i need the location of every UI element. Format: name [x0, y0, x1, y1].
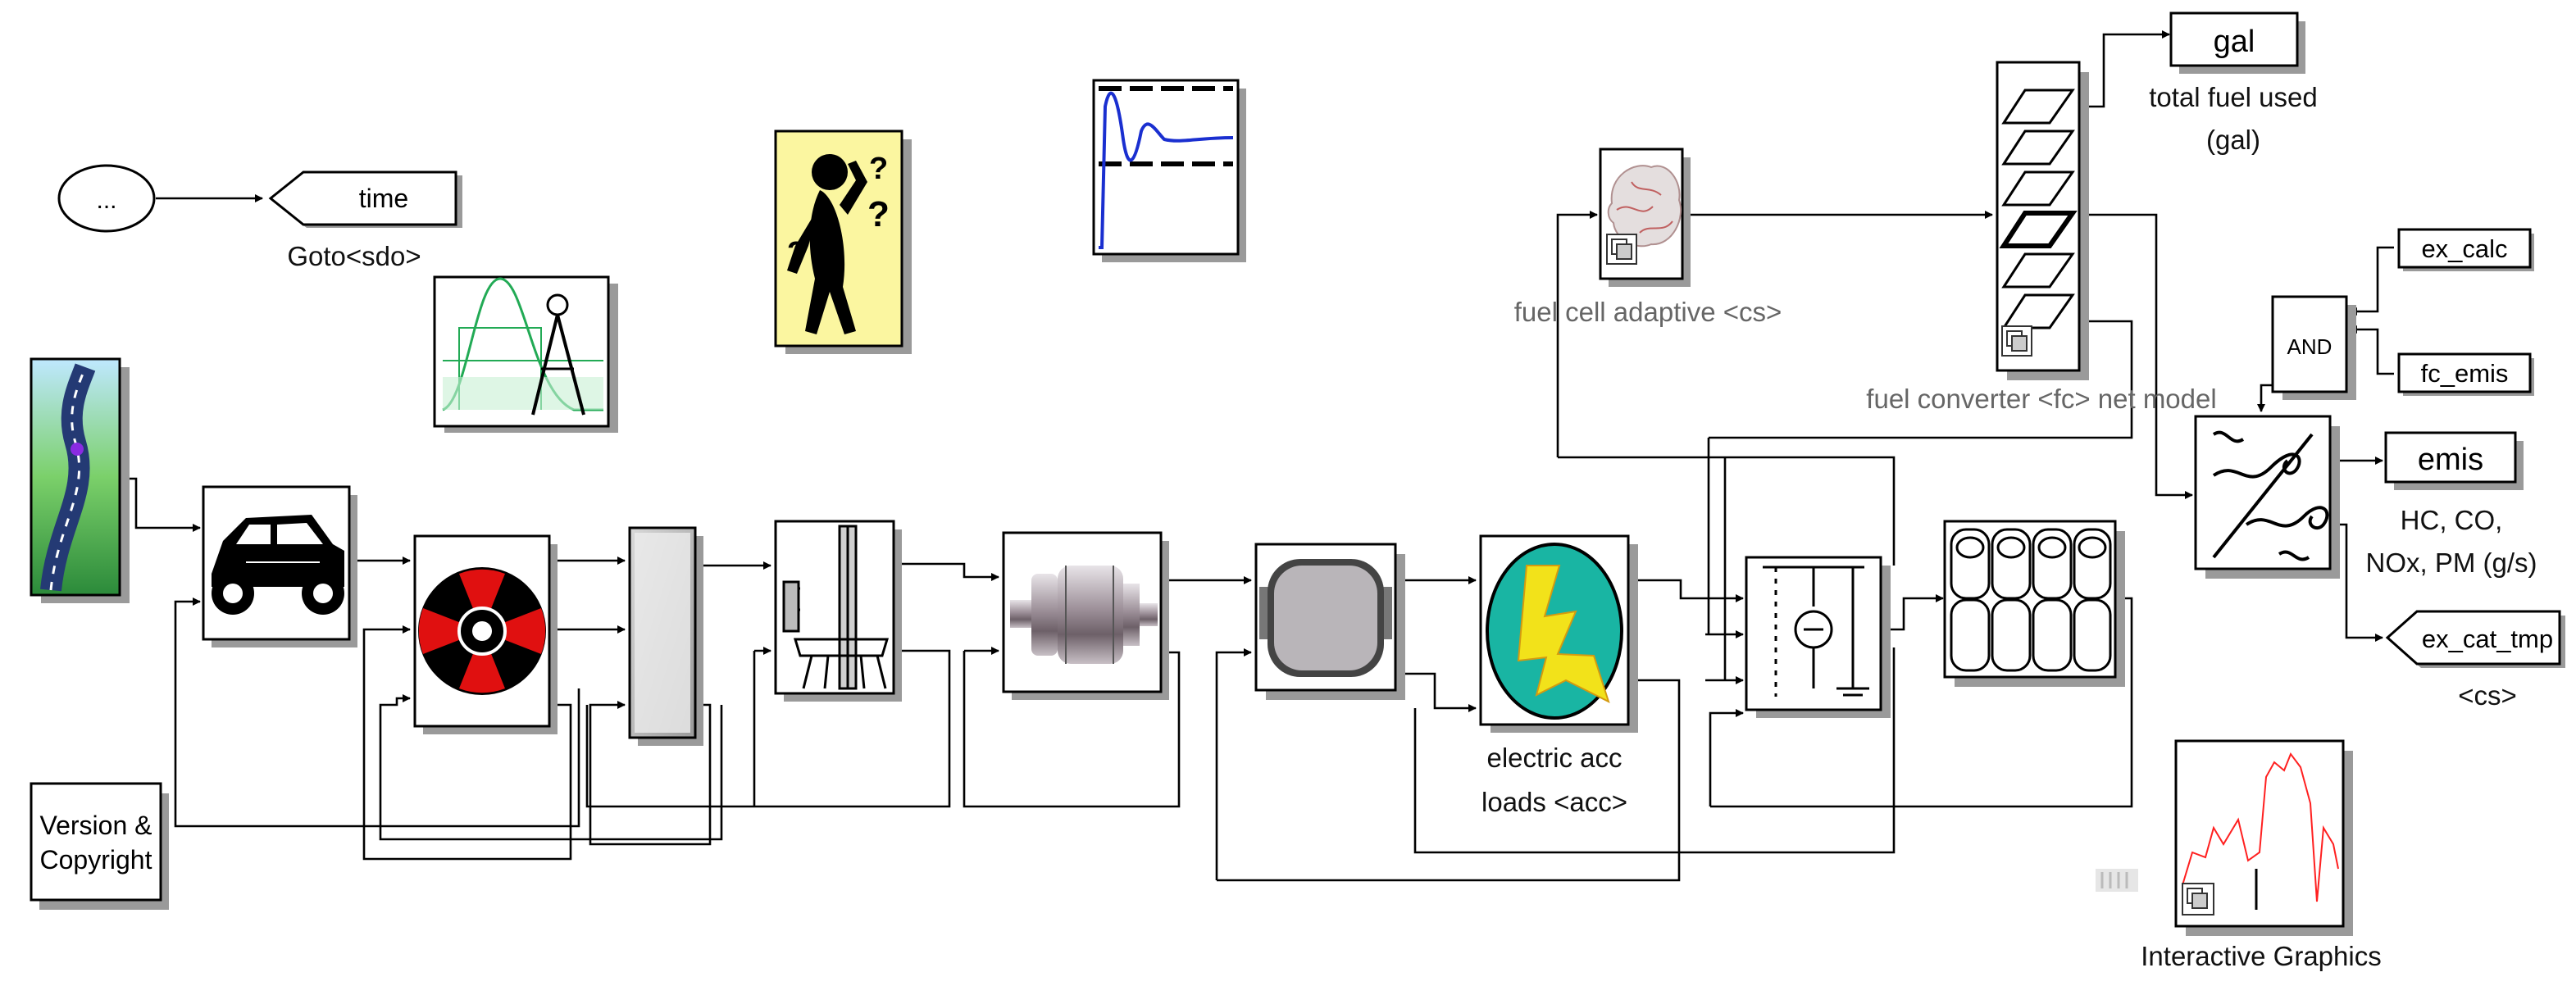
wheel-axle-block[interactable] — [413, 534, 558, 734]
goto-caption: Goto<sdo> — [287, 241, 421, 271]
generator-icon — [1259, 559, 1392, 677]
ex-cat-tmp-caption: <cs> — [2458, 680, 2517, 711]
goto-time-block[interactable]: time Goto<sdo> — [268, 170, 462, 271]
ex-cat-tmp-label: ex_cat_tmp — [2422, 625, 2553, 653]
electric-acc-caption-2: loads <acc> — [1481, 787, 1627, 817]
help-block[interactable]: ? ? ? — [774, 129, 912, 354]
clock-block[interactable]: ... — [57, 164, 156, 233]
gal-label: gal — [2214, 25, 2255, 59]
exhaust-icon — [2212, 430, 2329, 561]
battery-pack-icon — [1950, 528, 2112, 672]
subsystem-icon — [1606, 234, 1637, 265]
emis-caption-2: NOx, PM (g/s) — [2365, 547, 2537, 578]
fc-emis-label: fc_emis — [2421, 359, 2509, 388]
ex-calc-block[interactable]: ex_calc — [2397, 228, 2534, 271]
power-bus-icon — [1763, 566, 1869, 697]
fc-emis-block[interactable]: fc_emis — [2397, 352, 2534, 396]
scroll-indicator — [2096, 869, 2138, 892]
gal-caption-2: (gal) — [2206, 125, 2260, 155]
brain-icon — [1607, 165, 1682, 248]
clock-label: ... — [96, 187, 116, 214]
drive-cycle-block[interactable] — [30, 357, 130, 603]
gal-caption-1: total fuel used — [2149, 82, 2317, 112]
ex-cat-tmp-block[interactable]: ex_cat_tmp <cs> — [2385, 610, 2565, 711]
car-icon — [212, 515, 344, 615]
ex-calc-label: ex_calc — [2421, 234, 2507, 263]
fuel-cell-caption: fuel cell adaptive <cs> — [1514, 297, 1782, 327]
fuel-converter-block[interactable]: fuel converter <fc> net model — [1866, 61, 2217, 414]
wheel-icon — [418, 567, 546, 695]
road-icon — [40, 363, 96, 592]
svg-text:?: ? — [867, 194, 890, 234]
svg-text:?: ? — [787, 235, 805, 269]
interactive-graphics-block[interactable]: Interactive Graphics — [2141, 739, 2382, 971]
gal-display-block[interactable]: gal total fuel used (gal) — [2149, 11, 2318, 155]
emis-label: emis — [2418, 443, 2483, 477]
energy-storage-block[interactable] — [1943, 520, 2125, 687]
subsystem-icon — [2001, 325, 2032, 357]
emis-caption-1: HC, CO, — [2401, 505, 2503, 535]
electric-acc-block[interactable]: electric acc loads <acc> — [1479, 534, 1638, 817]
emis-display-block[interactable]: emis HC, CO, NOx, PM (g/s) — [2365, 431, 2537, 578]
interactive-graphics-caption: Interactive Graphics — [2141, 941, 2381, 971]
signal-plot-icon — [2182, 752, 2339, 910]
exhaust-block[interactable] — [2194, 415, 2340, 579]
filter-design-icon — [442, 277, 603, 416]
version-line-2: Copyright — [40, 845, 152, 875]
fuel-map-icon — [1999, 89, 2078, 329]
signal-lines — [123, 30, 2394, 882]
version-line-1: Version & — [40, 811, 152, 840]
motor-controller-block[interactable] — [1254, 543, 1405, 700]
gearbox-block[interactable] — [774, 520, 902, 702]
svg-text:?: ? — [869, 152, 888, 186]
and-gate-block[interactable]: AND — [2271, 295, 2356, 400]
step-response-icon — [1099, 86, 1234, 249]
subsystem-icon — [2182, 883, 2214, 915]
final-drive-block[interactable] — [628, 526, 703, 746]
torque-coupler-icon — [782, 525, 890, 690]
version-copyright-block[interactable]: Version & Copyright — [30, 782, 169, 910]
thinking-figure-icon: ? ? ? — [787, 152, 890, 334]
clutch-block[interactable] — [1002, 531, 1169, 700]
and-label: AND — [2287, 334, 2333, 359]
goto-tag: time — [359, 184, 408, 213]
filter-design-block[interactable] — [433, 275, 618, 433]
vehicle-block[interactable] — [202, 485, 357, 647]
fuel-cell-block[interactable]: fuel cell adaptive <cs> — [1514, 148, 1782, 327]
lightning-icon — [1486, 543, 1623, 720]
motor-icon — [1010, 566, 1158, 664]
fuel-converter-caption: fuel converter <fc> net model — [1866, 384, 2216, 414]
power-bus-block[interactable] — [1745, 556, 1891, 718]
electric-acc-caption-1: electric acc — [1486, 743, 1622, 773]
gearbox-icon — [635, 533, 690, 733]
scope-block[interactable] — [1092, 79, 1246, 262]
